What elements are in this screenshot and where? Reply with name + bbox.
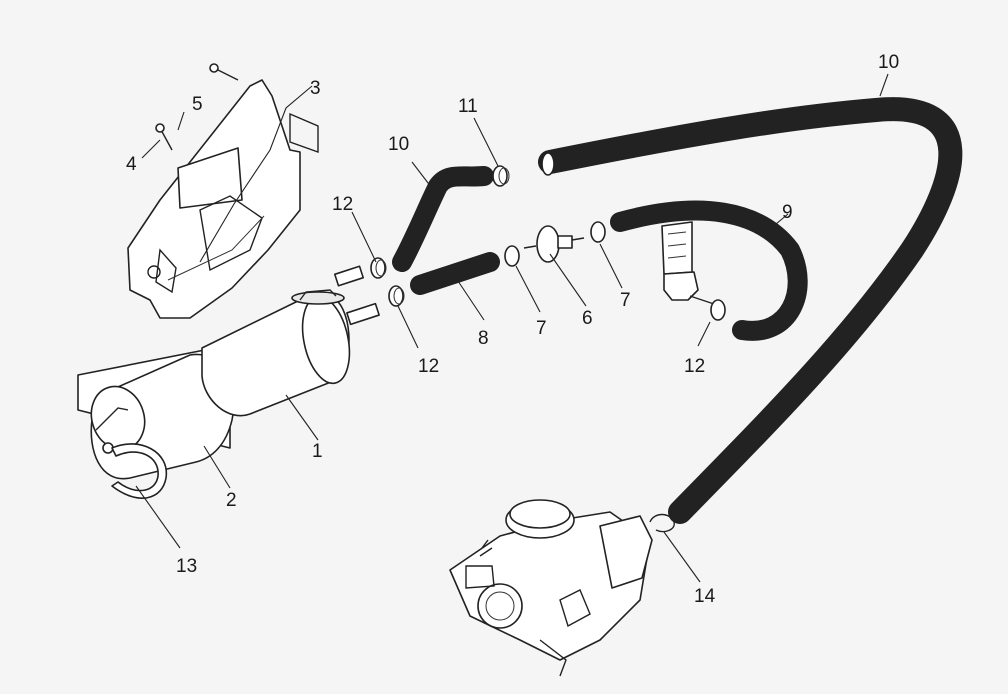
callout-7-right: 7 xyxy=(620,290,631,311)
callout-9: 9 xyxy=(782,202,793,223)
callout-12-lower: 12 xyxy=(418,356,439,377)
callout-7-left: 7 xyxy=(536,318,547,339)
ring-clamp xyxy=(111,443,168,499)
hose-10-short xyxy=(392,166,494,272)
clip-14 xyxy=(649,513,675,533)
leader-lines xyxy=(135,73,889,583)
callout-10-short: 10 xyxy=(388,134,409,155)
bolt-4 xyxy=(155,123,173,151)
callout-12-upper: 12 xyxy=(332,194,353,215)
hose-9 xyxy=(610,200,808,341)
fuel-pump xyxy=(201,265,380,417)
clamp-11 xyxy=(492,165,510,187)
callout-3: 3 xyxy=(310,78,321,99)
callout-11: 11 xyxy=(458,96,478,117)
callout-8: 8 xyxy=(478,328,489,349)
clamp-7-left xyxy=(504,245,520,267)
callout-1: 1 xyxy=(312,441,323,462)
inline-filter xyxy=(523,225,585,263)
bracket xyxy=(127,79,319,319)
callout-5: 5 xyxy=(192,94,203,115)
callout-10-long: 10 xyxy=(878,52,899,73)
fuel-tap xyxy=(661,221,715,305)
callout-labels: 1 2 3 4 5 6 7 7 8 9 10 10 11 12 12 12 13… xyxy=(126,52,899,607)
hose-8 xyxy=(410,252,500,295)
callout-12-tap: 12 xyxy=(684,356,705,377)
callout-2: 2 xyxy=(226,490,237,511)
clamp-12-lower xyxy=(388,285,405,307)
carburetor xyxy=(449,499,653,677)
callout-13: 13 xyxy=(176,556,197,577)
clamp-12-upper xyxy=(370,257,387,279)
callout-14: 14 xyxy=(694,586,716,607)
hose-10-long xyxy=(538,97,963,524)
bolt-5 xyxy=(209,63,239,81)
clamp-12-tap xyxy=(710,299,726,321)
clamp-7-right xyxy=(590,221,606,243)
callout-6: 6 xyxy=(582,308,593,329)
callout-4: 4 xyxy=(126,154,137,175)
